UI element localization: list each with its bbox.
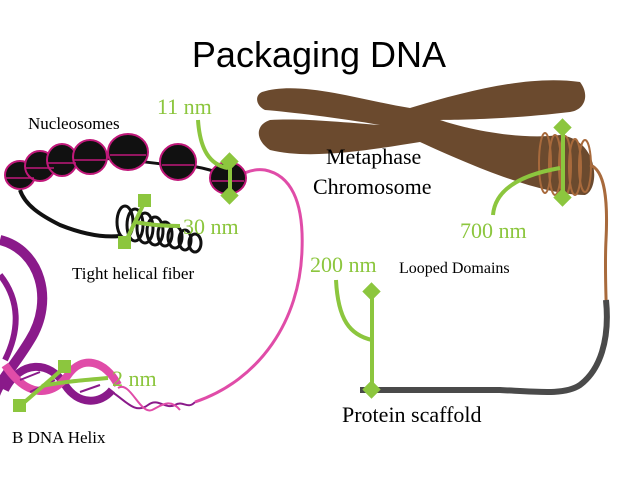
protein-scaffold <box>360 299 610 395</box>
label-nucleosomes: Nucleosomes <box>28 114 120 133</box>
measure-2nm <box>13 360 109 412</box>
page-title: Packaging DNA <box>191 34 447 75</box>
label-metaphase: Metaphase <box>326 144 422 169</box>
label-700nm: 700 nm <box>460 218 527 243</box>
dna-connector-strand <box>194 168 304 404</box>
label-2nm: 2 nm <box>112 366 157 391</box>
label-11nm: 11 nm <box>157 94 212 119</box>
label-chromosome: Chromosome <box>313 174 432 199</box>
nucleosome-string <box>4 133 247 239</box>
metaphase-chromosome <box>257 80 609 341</box>
label-30nm: 30 nm <box>183 214 239 239</box>
label-protein-scaffold: Protein scaffold <box>342 402 482 427</box>
b-dna-helix: G C <box>0 235 196 412</box>
label-looped-domains: Looped Domains <box>399 260 510 277</box>
label-tight-helical-fiber: Tight helical fiber <box>72 264 195 283</box>
measure-11nm <box>196 119 239 205</box>
svg-text:C: C <box>0 304 13 320</box>
label-b-dna-helix: B DNA Helix <box>12 428 106 447</box>
label-200nm: 200 nm <box>310 252 377 277</box>
measure-200nm <box>334 279 381 399</box>
measure-30nm <box>118 194 181 249</box>
measure-700nm <box>491 118 572 216</box>
svg-text:G: G <box>0 253 16 269</box>
